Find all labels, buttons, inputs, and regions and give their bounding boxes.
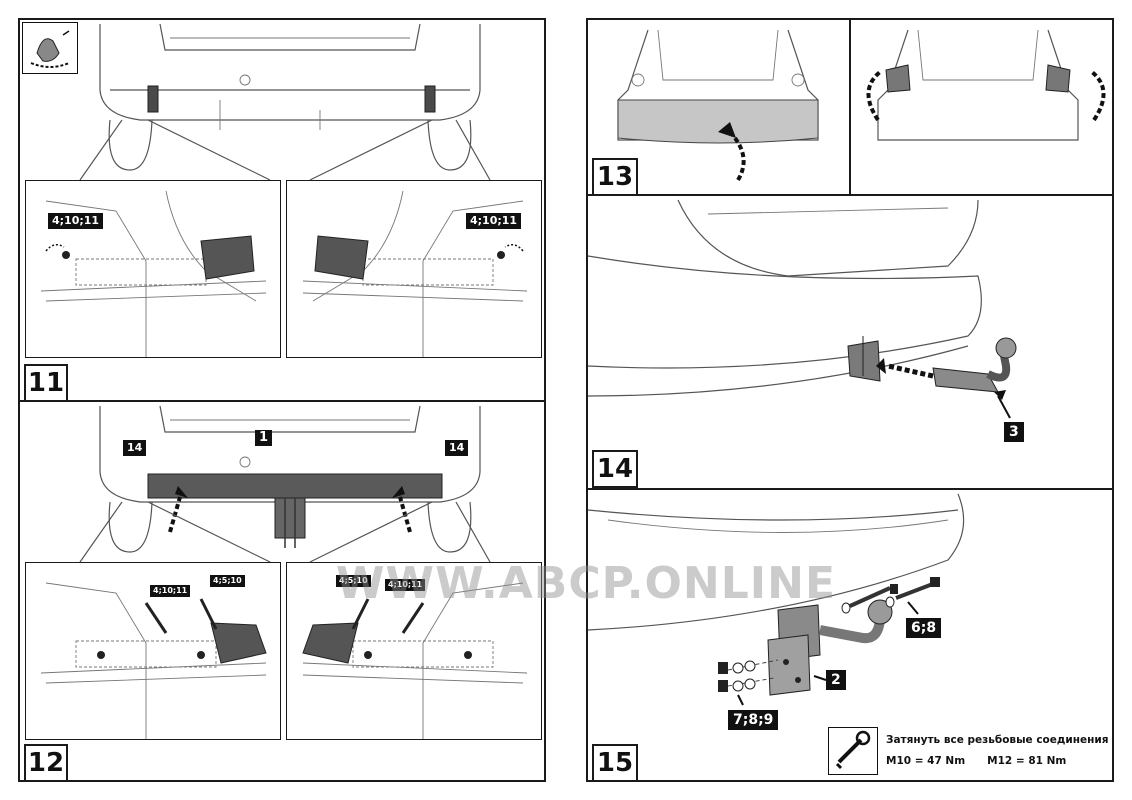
nut-set-label-15: 7;8;9 [728, 710, 779, 730]
ref-step-label-right: 14 [445, 440, 469, 456]
bumper-removal-drawing [617, 20, 1106, 194]
car-rear-underside-drawing [79, 23, 491, 181]
bolt-set-label-15: 6;8 [906, 618, 942, 638]
panel-12-right-detail [286, 562, 542, 740]
torque-values: M10 = 47 Nm M12 = 81 Nm [886, 755, 1088, 767]
step-number-14: 14 [592, 450, 638, 488]
bolt-set-label-right: 4;10;11 [466, 213, 522, 229]
ref-step-label-left: 14 [123, 440, 147, 456]
ball-mount-part-label: 3 [1004, 422, 1024, 442]
ball-mount-insert-drawing [588, 199, 1017, 419]
panel-11-left-detail [25, 180, 281, 358]
step-number-13: 13 [592, 158, 638, 194]
bolt-set-label-12-right-a: 4;5;10 [336, 575, 371, 587]
step-number-11: 11 [24, 364, 68, 400]
panel-step-11: 4;10;11 4;10;11 11 [18, 18, 546, 402]
torque-instruction-title: Затянуть все резьбовые соединения [886, 734, 1109, 746]
ball-mount-bolt-drawing [588, 493, 965, 706]
crossbar-part-label: 1 [255, 430, 273, 446]
bolt-set-label-12-left-b: 4;5;10 [210, 575, 245, 587]
torque-m12: M12 = 81 Nm [987, 755, 1067, 767]
bolt-set-label-12-right-b: 4;10;11 [385, 579, 426, 591]
watermark-text: WWW.ABCP.ONLINE [336, 558, 837, 609]
plate-part-label: 2 [826, 670, 846, 690]
panel-step-13: 13 [586, 18, 1114, 196]
bolt-set-label-12-left-a: 4;10;11 [150, 585, 191, 597]
panel-step-14: 3 14 [586, 194, 1114, 490]
torque-m10: M10 = 47 Nm [886, 755, 966, 767]
step-number-15: 15 [592, 744, 638, 780]
bolt-set-label-left: 4;10;11 [48, 213, 104, 229]
crossbar-install-drawing [79, 405, 491, 563]
step-number-12: 12 [24, 744, 68, 780]
hand-tool-icon [22, 22, 78, 74]
panel-step-12: 1 14 14 4;10;11 4;5;10 4;5;10 4;10;11 12 [18, 400, 546, 782]
panel-11-right-detail [286, 180, 542, 358]
wrench-icon [828, 727, 878, 775]
